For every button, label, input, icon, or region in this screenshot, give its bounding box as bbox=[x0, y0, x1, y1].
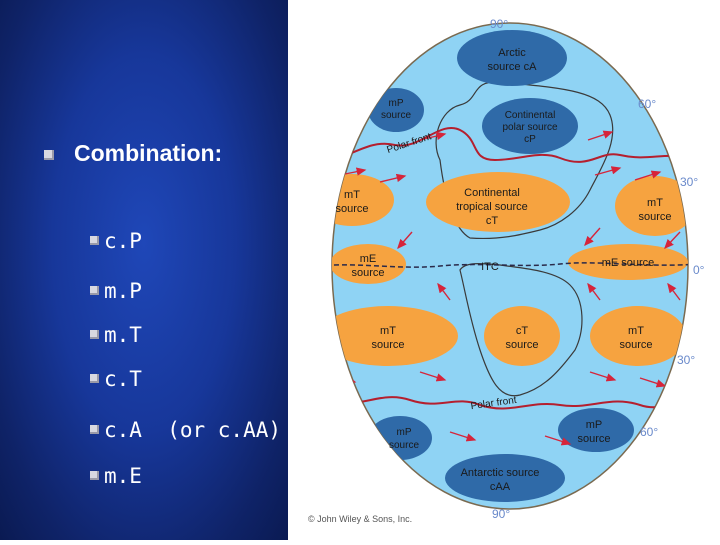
antarctic-label: Antarctic source bbox=[461, 467, 540, 479]
north-continent-outline bbox=[435, 81, 614, 240]
polar-front-south bbox=[334, 396, 688, 410]
mp-sw-source bbox=[368, 416, 432, 460]
mp-sw-label: mP bbox=[397, 427, 412, 438]
sub-bullet-cp: c.P bbox=[104, 229, 142, 253]
mt-sw-source bbox=[332, 306, 458, 366]
mp-se-label: mP bbox=[586, 419, 603, 431]
me-w-source bbox=[332, 244, 406, 284]
wind-arrow bbox=[419, 131, 447, 141]
wind-arrow bbox=[587, 282, 601, 301]
mt-nw-source bbox=[332, 174, 394, 226]
wind-arrow bbox=[318, 230, 330, 248]
degree-label: 30° bbox=[677, 353, 695, 367]
sub-bullet-marker bbox=[90, 471, 99, 480]
sub-bullet-ca: c.A (or c.AA) bbox=[104, 418, 282, 442]
wind-arrow bbox=[379, 173, 407, 183]
itc-line bbox=[332, 262, 688, 268]
sub-bullet-marker bbox=[90, 425, 99, 434]
wind-arrow bbox=[587, 130, 614, 141]
mt-ne-source bbox=[615, 176, 688, 236]
degree-label: 60° bbox=[640, 425, 658, 439]
sub-bullet-mp: m.P bbox=[104, 279, 142, 303]
wind-arrow bbox=[639, 377, 667, 388]
me-w-label: source bbox=[351, 267, 384, 279]
copyright-text: © John Wiley & Sons, Inc. bbox=[308, 514, 412, 524]
sub-bullet-ct: c.T bbox=[104, 367, 142, 391]
mp-sw-label: source bbox=[389, 440, 419, 451]
ct-north-label: Continental bbox=[464, 187, 520, 199]
itc-label: ITC bbox=[481, 261, 499, 273]
sub-bullet-marker bbox=[90, 286, 99, 295]
mt-ne-label: mT bbox=[647, 197, 663, 209]
mp-nw-label: mP bbox=[389, 98, 404, 109]
degree-label: 90° bbox=[490, 17, 508, 31]
wind-arrow bbox=[629, 465, 656, 475]
me-e-label: mE source bbox=[602, 257, 655, 269]
sub-bullet-me: m.E bbox=[104, 464, 142, 488]
mt-sw-label: mT bbox=[380, 325, 396, 337]
wind-arrow bbox=[437, 282, 451, 301]
ct-north-label: cT bbox=[486, 215, 499, 227]
me-e-source bbox=[568, 244, 688, 280]
mp-nw-label: source bbox=[381, 110, 411, 121]
mt-nw-label: source bbox=[335, 203, 368, 215]
antarctic-label: cAA bbox=[490, 481, 511, 493]
air-mass-diagram: Arctic source cA mP source Continental p… bbox=[308, 17, 705, 524]
main-bullet-text: Combination: bbox=[74, 140, 223, 166]
sub-bullet-marker bbox=[90, 374, 99, 383]
wind-arrow bbox=[589, 371, 617, 382]
wind-arrow bbox=[594, 166, 622, 176]
antarctic-source bbox=[445, 454, 565, 502]
ct-north-label: tropical source bbox=[456, 201, 528, 213]
cp-label: polar source bbox=[502, 122, 557, 133]
cp-label: Continental bbox=[505, 110, 556, 121]
bullet-marker bbox=[44, 150, 54, 160]
air-mass-map: Arctic source cA mP source Continental p… bbox=[288, 0, 720, 540]
arctic-label: source cA bbox=[488, 61, 538, 73]
me-w-label: mE bbox=[360, 253, 377, 265]
slide-text-panel: Combination: c.P m.P m.T c.T c.A (or c.A… bbox=[0, 0, 288, 540]
mp-se-label: source bbox=[577, 433, 610, 445]
wind-arrow bbox=[318, 284, 330, 300]
arctic-source bbox=[457, 30, 567, 86]
mt-ne-label: source bbox=[638, 211, 671, 223]
wind-arrow bbox=[667, 282, 681, 301]
sub-bullet-marker bbox=[90, 236, 99, 245]
mt-sw-label: source bbox=[371, 339, 404, 351]
wind-arrow bbox=[584, 227, 601, 247]
wind-arrow bbox=[664, 231, 681, 250]
south-continent-outline bbox=[459, 262, 583, 397]
sub-bullet-mt: m.T bbox=[104, 323, 142, 347]
wind-arrow bbox=[419, 371, 447, 382]
arctic-label: Arctic bbox=[498, 47, 526, 59]
degree-label: 60° bbox=[638, 97, 656, 111]
mp-se-source bbox=[558, 408, 634, 452]
ct-south-source bbox=[484, 306, 560, 366]
wind-arrow bbox=[544, 435, 572, 446]
wind-arrow bbox=[359, 469, 386, 479]
mt-se-label: source bbox=[619, 339, 652, 351]
mt-se-source bbox=[590, 306, 686, 366]
polar-front-north bbox=[334, 127, 688, 163]
wind-arrow bbox=[449, 431, 477, 442]
sub-bullet-marker bbox=[90, 330, 99, 339]
wind-arrow bbox=[397, 231, 413, 250]
mt-se-label: mT bbox=[628, 325, 644, 337]
ct-north-source bbox=[426, 172, 570, 232]
mt-nw-label: mT bbox=[344, 189, 360, 201]
cp-label: cP bbox=[524, 134, 536, 145]
ct-south-label: cT bbox=[516, 325, 529, 337]
degree-label: 0° bbox=[693, 263, 705, 277]
mp-nw-source bbox=[368, 88, 424, 132]
ct-south-label: source bbox=[505, 339, 538, 351]
wind-arrow bbox=[634, 170, 662, 181]
cp-source bbox=[482, 98, 578, 154]
degree-label: 30° bbox=[680, 175, 698, 189]
degree-label: 90° bbox=[492, 507, 510, 521]
